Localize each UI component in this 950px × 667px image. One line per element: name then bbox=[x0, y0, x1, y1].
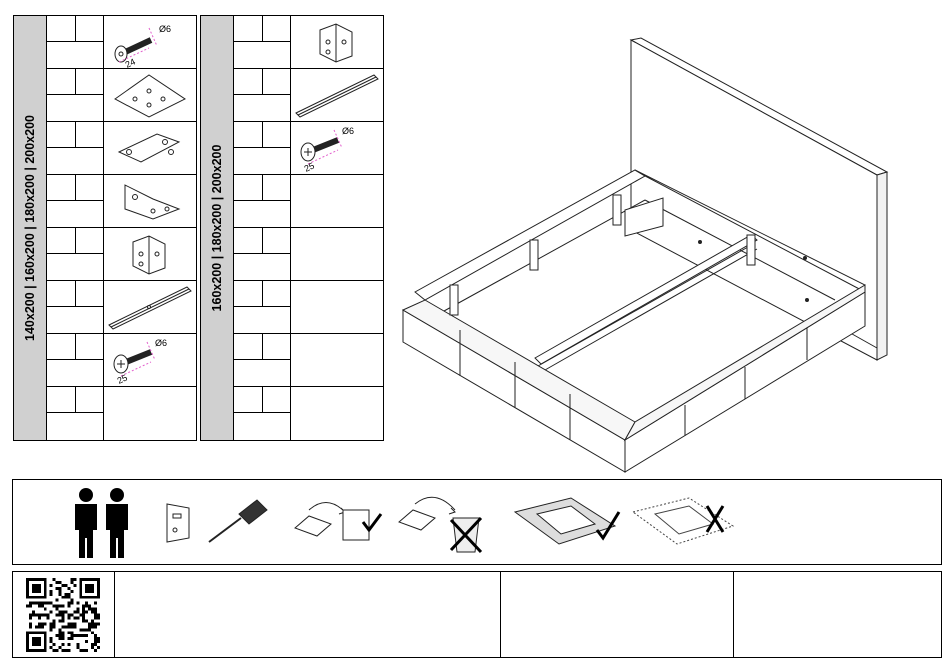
note-cell bbox=[233, 307, 291, 334]
bolt-6x25-icon: Ø6 25 bbox=[291, 122, 383, 174]
parts-row bbox=[233, 387, 383, 442]
two-persons-icon bbox=[71, 486, 133, 560]
note-cell bbox=[46, 148, 104, 175]
hex-key-icon bbox=[161, 500, 195, 546]
index-cell bbox=[46, 16, 76, 42]
index-cell bbox=[233, 281, 263, 307]
parts-row bbox=[233, 228, 383, 281]
hard-surface-not-ok-icon bbox=[631, 496, 741, 548]
index-cell bbox=[46, 334, 76, 360]
parts-row bbox=[46, 69, 196, 122]
index-cell bbox=[233, 387, 263, 413]
note-cell bbox=[233, 201, 291, 228]
note-cell bbox=[46, 42, 104, 69]
note-cell bbox=[46, 360, 104, 387]
dimension-label: 25 bbox=[116, 373, 129, 386]
index-cell bbox=[233, 16, 263, 42]
parts-row bbox=[46, 281, 196, 334]
note-cell bbox=[46, 201, 104, 228]
index-cell bbox=[233, 69, 263, 95]
parts-table-left: 140x200 | 160x200 | 180x200 | 200x200 Ø6… bbox=[13, 15, 197, 441]
screwdriver-icon bbox=[205, 494, 279, 546]
parts-row bbox=[233, 281, 383, 334]
dimension-label: Ø6 bbox=[342, 126, 354, 136]
parts-row bbox=[233, 16, 383, 69]
note-cell bbox=[46, 307, 104, 334]
index-cell bbox=[233, 175, 263, 201]
footer-cell-3 bbox=[501, 572, 734, 657]
soft-surface-ok-icon bbox=[513, 496, 625, 548]
dimension-label: Ø6 bbox=[159, 24, 171, 34]
size-label-right: 160x200 | 180x200 | 200x200 bbox=[210, 145, 224, 312]
index-cell bbox=[233, 122, 263, 148]
bed-assembly-drawing bbox=[395, 30, 895, 475]
parts-row bbox=[46, 122, 196, 175]
bolt-6x25-icon: Ø6 25 bbox=[104, 334, 196, 386]
note-cell bbox=[46, 95, 104, 122]
long-rail-icon bbox=[291, 69, 383, 121]
parts-row: Ø6 25 bbox=[46, 334, 196, 387]
parts-table-right: 160x200 | 180x200 | 200x200 Ø6 25 bbox=[200, 15, 384, 441]
index-cell bbox=[46, 228, 76, 254]
index-cell bbox=[46, 122, 76, 148]
index-cell bbox=[46, 69, 76, 95]
note-cell bbox=[233, 95, 291, 122]
index-cell bbox=[46, 175, 76, 201]
cross-rail-icon bbox=[104, 281, 196, 333]
note-cell bbox=[46, 254, 104, 281]
corner-bracket-icon bbox=[291, 16, 383, 68]
tools-bar bbox=[12, 479, 942, 565]
size-strip-right: 160x200 | 180x200 | 200x200 bbox=[201, 16, 234, 440]
parts-row bbox=[233, 175, 383, 228]
size-strip-left: 140x200 | 160x200 | 180x200 | 200x200 bbox=[14, 16, 47, 440]
recycle-paper-icon bbox=[291, 492, 387, 550]
note-cell bbox=[233, 413, 291, 440]
footer-qr-cell bbox=[13, 572, 115, 657]
index-cell bbox=[233, 228, 263, 254]
note-cell bbox=[233, 148, 291, 175]
footer-cell-4 bbox=[734, 572, 943, 657]
qr-code-icon bbox=[25, 578, 101, 652]
size-label-left: 140x200 | 160x200 | 180x200 | 200x200 bbox=[23, 115, 37, 341]
index-cell bbox=[46, 387, 76, 413]
angle-bracket-icon bbox=[104, 122, 196, 174]
note-cell bbox=[233, 42, 291, 69]
parts-row bbox=[233, 69, 383, 122]
parts-row bbox=[233, 334, 383, 387]
discard-packaging-icon bbox=[395, 490, 491, 556]
triangle-corner-plate-icon bbox=[104, 69, 196, 121]
index-cell bbox=[46, 281, 76, 307]
corner-bracket-icon bbox=[104, 228, 196, 280]
parts-row bbox=[46, 175, 196, 228]
parts-row bbox=[46, 387, 196, 442]
footer-cell-2 bbox=[115, 572, 501, 657]
bent-bracket-icon bbox=[104, 175, 196, 227]
footer bbox=[12, 571, 942, 658]
dimension-label: Ø6 bbox=[155, 338, 167, 348]
index-cell bbox=[233, 334, 263, 360]
dimension-label: 25 bbox=[303, 161, 316, 174]
note-cell bbox=[46, 413, 104, 440]
parts-row: Ø6 25 bbox=[233, 122, 383, 175]
parts-row bbox=[46, 228, 196, 281]
note-cell bbox=[233, 254, 291, 281]
note-cell bbox=[233, 360, 291, 387]
